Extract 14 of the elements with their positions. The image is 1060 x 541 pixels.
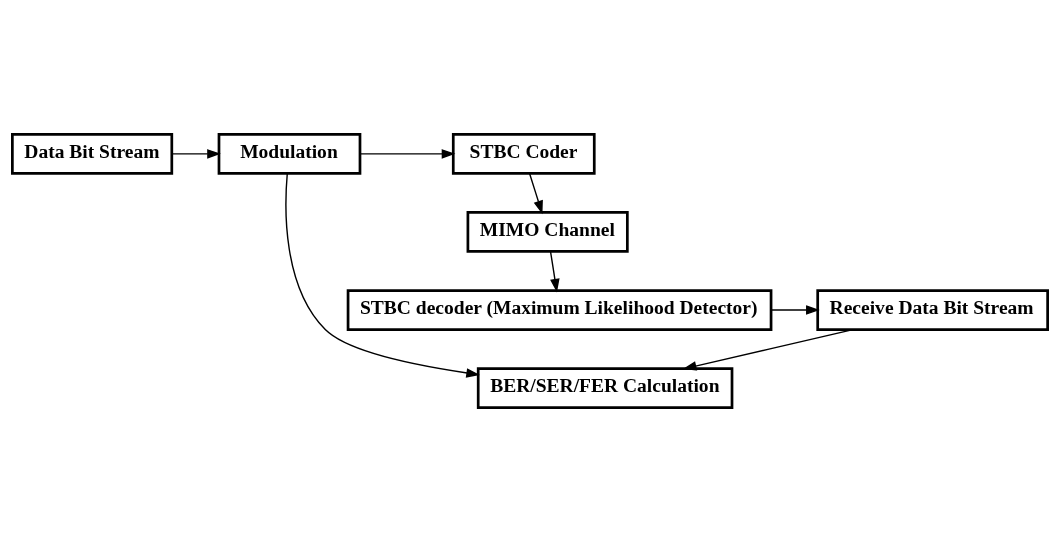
node-box: Modulation [217,132,362,175]
arrow [770,304,820,315]
node-box: BER/SER/FER Calculation [476,366,734,409]
node-box: STBC Coder [451,132,596,175]
node-box: Data Bit Stream [11,132,174,175]
arrow [285,172,480,378]
arrow [549,250,560,292]
node-box: MIMO Channel [466,210,629,253]
node-box: Receive Data Bit Stream [816,288,1049,331]
arrow [528,172,543,214]
arrow [359,148,456,159]
arrow [171,148,221,159]
arrow [682,328,854,371]
node-box: STBC decoder (Maximum Likelihood Detector) [346,288,773,331]
